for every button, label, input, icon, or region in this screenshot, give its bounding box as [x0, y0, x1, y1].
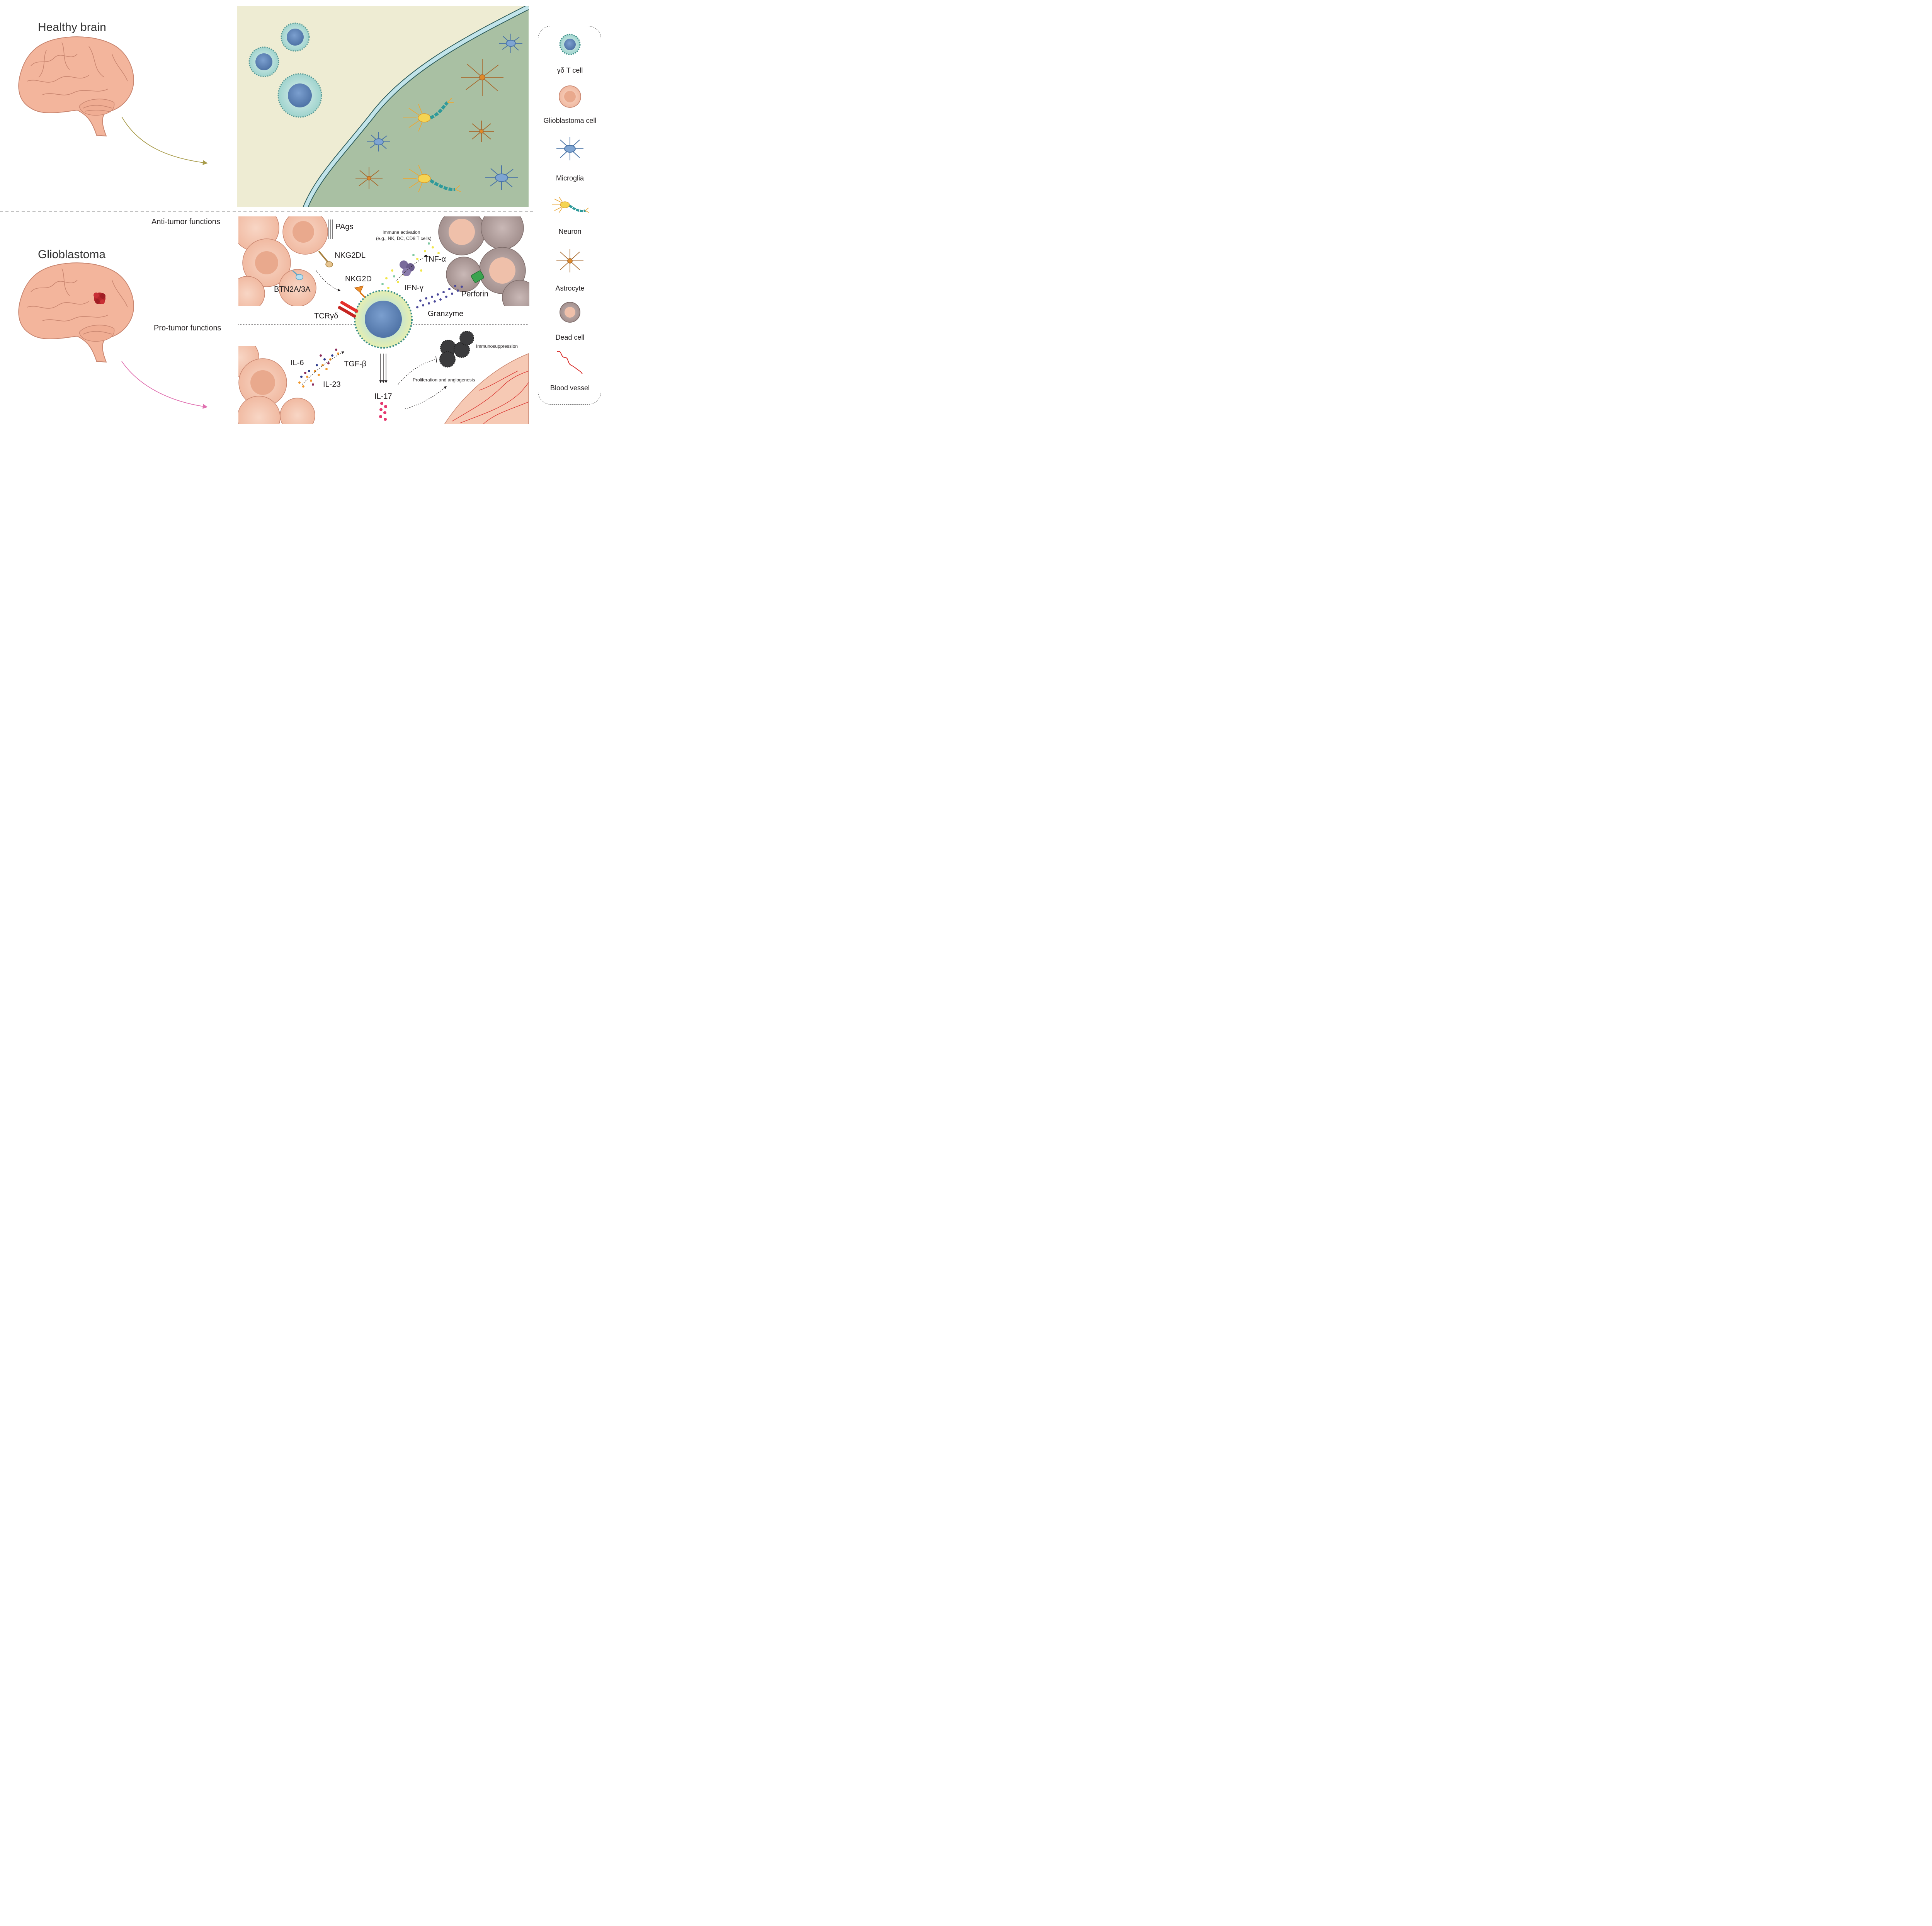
il17-particles [379, 402, 387, 421]
tcr-label: TCRγδ [314, 312, 338, 320]
legend-blood-vessel-icon [557, 351, 583, 374]
immune-activation-label: Immune activation [383, 230, 420, 235]
legend-label-gamma-delta-t-cell: γδ T cell [557, 66, 583, 74]
anti-tumor-label: Anti-tumor functions [151, 218, 220, 226]
legend-microglia-icon [556, 137, 583, 160]
suppressed-immune-cells [439, 331, 474, 368]
perforin-pore [471, 271, 484, 283]
anti-tumor-panel [238, 216, 529, 306]
perforin-label: Perforin [461, 290, 489, 298]
healthy-brain-title: Healthy brain [38, 21, 106, 34]
immune-activation-examples: (e.g., NK, DC, CD8 T cells) [376, 236, 432, 241]
pro-tumor-panel [238, 346, 529, 424]
glioblastoma-brain-illustration [18, 262, 134, 363]
activated-immune-cells [400, 260, 415, 276]
nkg2d-label: NKG2D [345, 275, 372, 283]
il17-arrows [379, 354, 388, 383]
il23-label: IL-23 [323, 380, 341, 389]
figure-canvas [0, 6, 589, 424]
btn-label: BTN2A/3A [274, 285, 311, 294]
nkg2dl-label: NKG2DL [335, 251, 366, 260]
immunosuppression-label: Immunosuppression [476, 344, 518, 349]
legend-label-microglia: Microglia [556, 174, 584, 182]
legend-glioblastoma-cell-icon [559, 85, 581, 108]
tissue-microglia [367, 34, 522, 190]
legend-label-blood-vessel: Blood vessel [550, 384, 590, 392]
il6-il23-tgfb-particles [298, 349, 345, 388]
legend-astrocyte-icon [556, 249, 583, 272]
ifn-label: IFN-γ [405, 284, 423, 292]
tissue-neurons [403, 97, 461, 192]
pags-arrows [328, 219, 333, 239]
tumor-mass [94, 293, 105, 304]
tcr-receptor [338, 301, 359, 318]
immunosuppression-arrow [398, 359, 436, 385]
proliferation-arrow [405, 386, 447, 409]
anti-tumor-cells-left [238, 216, 328, 306]
nkg2d-receptor [354, 286, 366, 298]
btn-ligand [292, 270, 303, 280]
healthy-arrow [121, 116, 208, 165]
legend-label-glioblastoma-cell: Glioblastoma cell [543, 117, 597, 124]
glioblastoma-arrow [121, 361, 208, 409]
legend-gamma-delta-t-cell-icon [559, 34, 581, 55]
cytokine-cloud-ifn-tnf [381, 242, 440, 289]
il17-label: IL-17 [374, 392, 392, 401]
healthy-brain-illustration [18, 36, 134, 137]
tgfb-label: TGF-β [344, 360, 367, 368]
legend-dead-cell-icon [560, 302, 580, 323]
proliferation-label: Proliferation and angiogenesis [413, 377, 475, 383]
granzyme-label: Granzyme [428, 310, 464, 318]
legend-label-astrocyte: Astrocyte [555, 284, 585, 292]
pags-label: PAgs [335, 223, 354, 231]
legend-label-neuron: Neuron [558, 228, 582, 235]
vessel-t-cell-1 [281, 22, 310, 52]
nkg2dl-ligand [318, 250, 333, 267]
pro-tumor-cells-left [238, 346, 315, 424]
legend-label-dead-cell: Dead cell [555, 333, 585, 341]
central-gamma-delta-t-cell [338, 286, 413, 349]
ligand-to-tcell-arrow [316, 270, 341, 291]
dead-cells-right [438, 216, 529, 306]
legend-neuron-icon [552, 197, 589, 213]
glioblastoma-title: Glioblastoma [38, 248, 106, 261]
healthy-panel [237, 6, 529, 207]
vessel-t-cell-2 [248, 46, 279, 77]
tissue-astrocytes [355, 59, 503, 189]
vessel-t-cell-3 [277, 73, 322, 118]
pro-tumor-label: Pro-tumor functions [154, 324, 221, 332]
tnf-label: TNF-α [424, 255, 446, 264]
il6-label: IL-6 [291, 359, 304, 367]
tumor-tissue-with-vessels [444, 353, 529, 424]
granzyme-particles [416, 285, 463, 308]
legend-panel [538, 26, 601, 405]
